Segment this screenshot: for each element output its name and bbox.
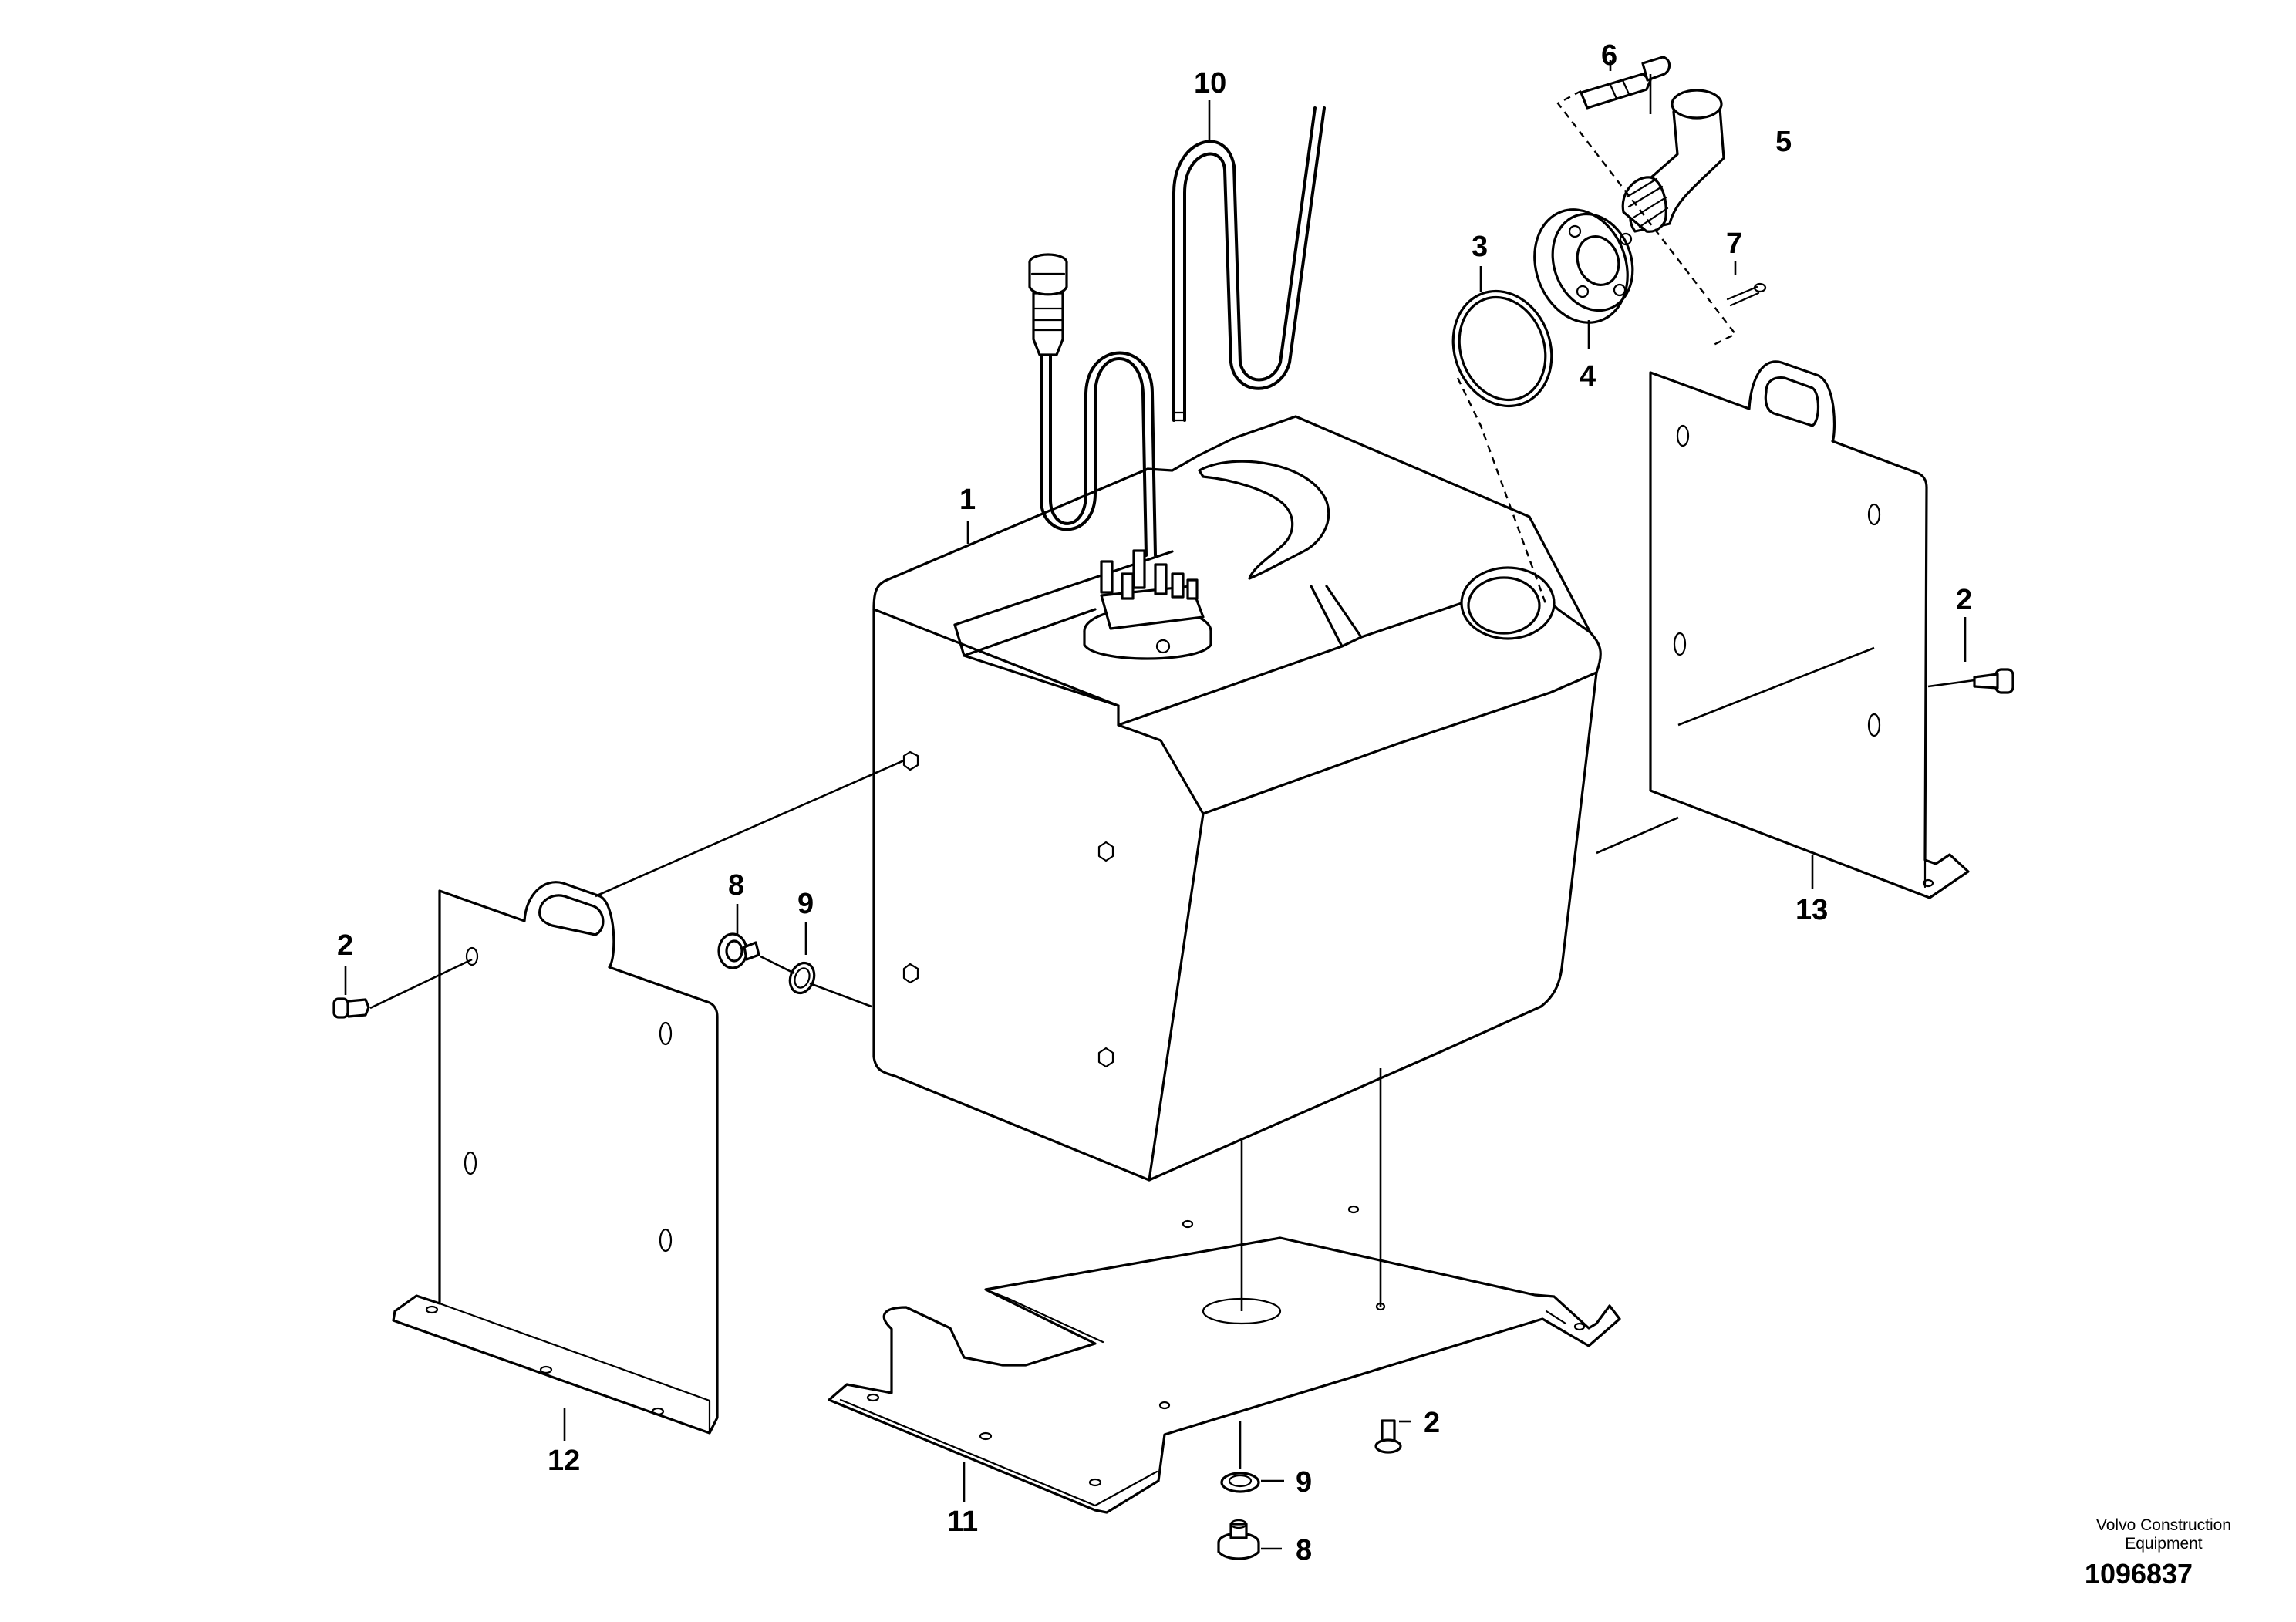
grommet-upper[interactable] (717, 932, 760, 969)
tank[interactable] (872, 415, 1602, 1182)
screw-base-plate[interactable] (1374, 1419, 1402, 1454)
callout-12: 12 (548, 1445, 580, 1477)
callout-8-upper: 8 (728, 869, 744, 902)
right-bracket[interactable] (1649, 360, 1970, 899)
callout-11: 11 (947, 1506, 978, 1538)
flange-adapter[interactable] (1519, 197, 1646, 336)
callout-3: 3 (1472, 231, 1488, 263)
o-ring[interactable] (1438, 277, 1568, 420)
callout-13: 13 (1795, 894, 1828, 926)
callout-4: 4 (1580, 360, 1596, 393)
brand-line-1: Volvo Construction (2095, 1516, 2231, 1534)
base-plate[interactable] (828, 1205, 1621, 1514)
callout-labels: 1 10 3 4 5 6 7 2 2 2 8 9 9 8 11 12 13 (337, 39, 1972, 1566)
callout-6: 6 (1601, 39, 1617, 72)
callout-2-right: 2 (1956, 584, 1972, 616)
callout-10: 10 (1194, 67, 1226, 99)
callout-9-upper: 9 (797, 888, 814, 920)
callout-1: 1 (959, 484, 976, 516)
callout-9-lower: 9 (1296, 1466, 1312, 1499)
brand-label: Volvo Construction Equipment (2096, 1516, 2231, 1553)
left-bracket[interactable] (392, 881, 719, 1435)
level-sensor-unit[interactable] (1083, 549, 1212, 660)
callout-2-left: 2 (337, 929, 353, 962)
sensor-cable[interactable] (1028, 253, 1157, 557)
callout-5: 5 (1775, 126, 1792, 158)
elbow-hose[interactable] (1621, 89, 1725, 233)
callout-leaders (344, 60, 1967, 1550)
grommet-lower[interactable] (1217, 1519, 1260, 1560)
vent-tube[interactable] (1172, 106, 1326, 422)
callout-7: 7 (1726, 228, 1742, 260)
tank-nut-3 (902, 963, 919, 984)
tank-nut-4 (1097, 1047, 1114, 1068)
vent-nipple[interactable] (1580, 56, 1671, 110)
document-number: 1096837 (2084, 1558, 2193, 1590)
tank-nut-2 (1097, 841, 1114, 862)
screw-right-bracket[interactable] (1973, 668, 2014, 694)
small-screw[interactable] (1726, 282, 1767, 307)
tank-nut-1 (902, 750, 919, 771)
screw-left-bracket[interactable] (332, 997, 370, 1019)
callout-2-bottom: 2 (1424, 1407, 1440, 1439)
brand-line-2: Equipment (2125, 1535, 2203, 1553)
assembly-lines (369, 89, 1975, 1469)
washer-lower[interactable] (1220, 1472, 1260, 1493)
washer-upper[interactable] (786, 959, 818, 996)
callout-8-lower: 8 (1296, 1534, 1312, 1566)
